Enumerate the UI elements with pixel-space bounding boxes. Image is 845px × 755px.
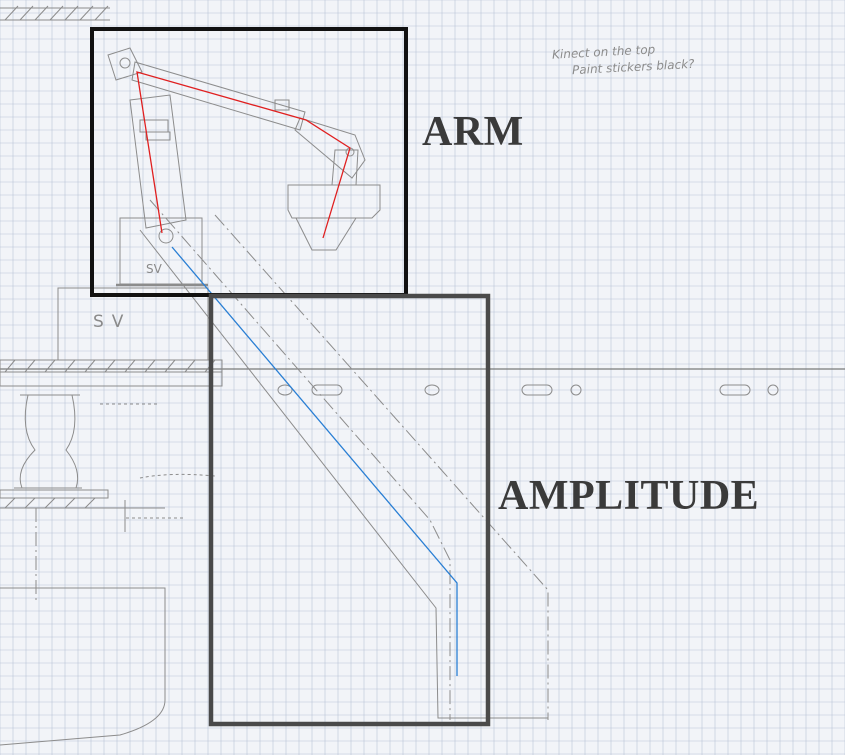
guide-line-right (214, 214, 549, 720)
lower-plate (0, 489, 109, 499)
arm-link-polyline (136, 71, 351, 239)
arm-elbow (294, 117, 366, 179)
amplitude-bounding-box (208, 293, 491, 727)
gripper-nozzle (295, 217, 357, 251)
pencil-sketch (0, 5, 779, 746)
arm-kinematic-links (136, 71, 351, 239)
top-hatching (4, 5, 109, 21)
joint-circle-2 (158, 228, 174, 244)
bench-lower (0, 371, 223, 387)
arm-shoulder-joint (107, 47, 143, 81)
arm-upper-link (131, 61, 306, 131)
amplitude-trajectory-line (171, 246, 458, 676)
sv-label-middle: SV (93, 312, 132, 332)
arm-link-marker (274, 99, 290, 111)
joint-circle-1 (119, 57, 131, 69)
arm-label: ARM (422, 109, 524, 155)
slot-marker (277, 384, 293, 396)
amplitude-label: AMPLITUDE (498, 473, 760, 519)
gripper-body (287, 184, 381, 219)
arm-lower-segment (129, 94, 187, 229)
spool-shape (19, 394, 80, 489)
arm-bounding-box (90, 27, 408, 297)
guide-line-inner (139, 229, 490, 719)
tank-outline (0, 587, 166, 746)
sv-label-top: SV (146, 262, 162, 276)
